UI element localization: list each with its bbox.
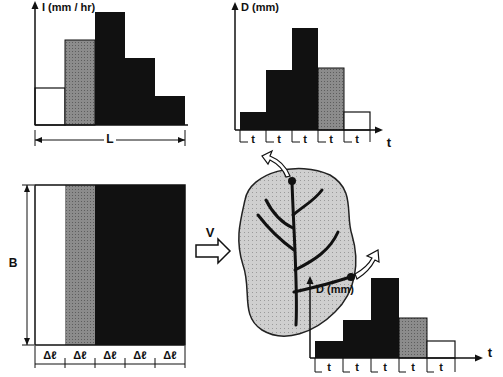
storm-area (22, 185, 185, 368)
velocity-label: V (206, 226, 215, 240)
catchment (239, 151, 379, 336)
tick-label: t (303, 133, 307, 145)
outlet-depth-chart (307, 276, 484, 372)
dimension-label: B (9, 257, 18, 270)
axis-label: D (mm) (316, 283, 354, 295)
tick-label: t (411, 361, 415, 373)
tick-label: t (439, 361, 443, 373)
tick-label: t (329, 133, 333, 145)
axis-label: D (mm) (241, 1, 279, 13)
tick-label: t (383, 361, 387, 373)
dimension-label: Δℓ (73, 349, 86, 361)
axis-label: t (387, 136, 391, 150)
tick-label: t (327, 361, 331, 373)
velocity-arrow (196, 239, 230, 263)
tick-label: t (355, 133, 359, 145)
tick-label: t (251, 133, 255, 145)
axis-label: t (488, 346, 492, 360)
tick-label: t (277, 133, 281, 145)
axis-label: I (mm / hr) (42, 1, 95, 13)
dimension-label: Δℓ (163, 349, 176, 361)
intensity-chart (32, 1, 189, 146)
dimension-label: Δℓ (103, 349, 116, 361)
dimension-label: L (104, 133, 115, 146)
depth-chart (232, 2, 384, 142)
dimension-label: Δℓ (133, 349, 146, 361)
dimension-label: Δℓ (43, 349, 56, 361)
tick-label: t (355, 361, 359, 373)
